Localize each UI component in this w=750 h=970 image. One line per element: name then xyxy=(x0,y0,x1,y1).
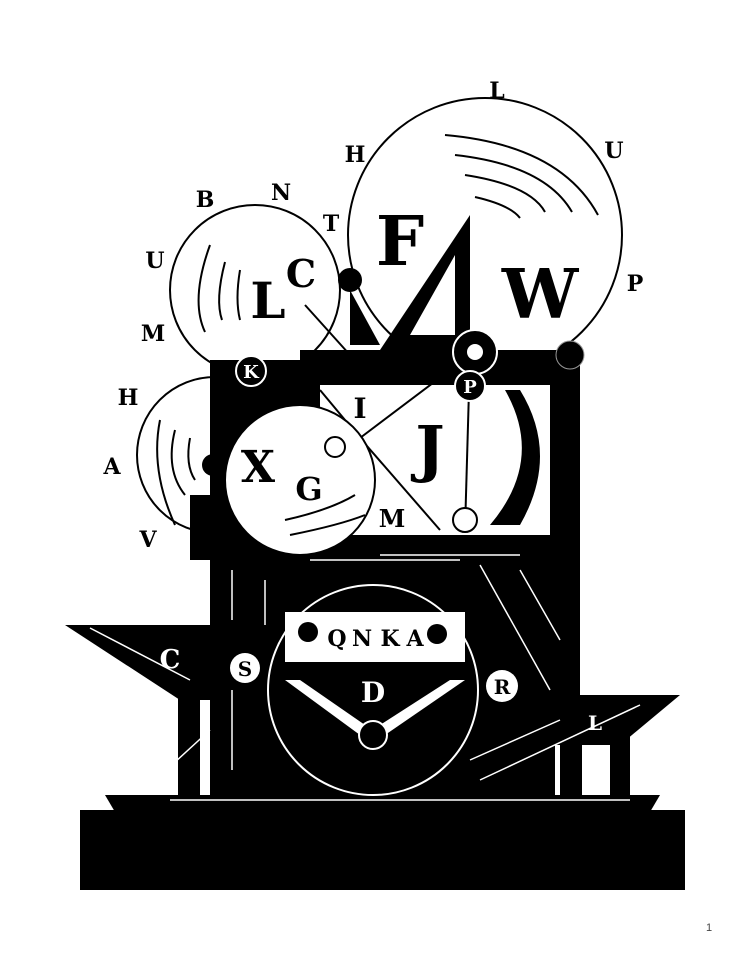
knob xyxy=(338,268,362,292)
letter-w: W xyxy=(501,255,580,335)
wires xyxy=(89,554,641,801)
wing-letter-l: L xyxy=(588,711,602,735)
label-a: A xyxy=(102,454,121,480)
badge-s: S xyxy=(238,657,252,681)
label-v: V xyxy=(138,527,157,553)
label-b: B xyxy=(196,187,215,213)
letter-i: I xyxy=(353,392,366,425)
letter-l: L xyxy=(250,271,285,330)
dial-letter-k: K xyxy=(380,626,400,652)
dial-letter-q: Q xyxy=(327,626,346,652)
label-m: M xyxy=(141,321,165,347)
letter-o: O xyxy=(500,504,519,530)
badge-p: P xyxy=(463,377,477,398)
label-u: U xyxy=(604,138,623,164)
letter-j: J xyxy=(410,412,444,485)
letter-x: X xyxy=(241,442,276,493)
page-number: 1 xyxy=(706,922,713,934)
dial-letter-x: X xyxy=(431,710,445,731)
letter-f: F xyxy=(376,202,424,282)
dial-letter-a: A xyxy=(405,626,424,652)
dial-letter-d: D xyxy=(361,676,385,709)
label-l: L xyxy=(489,78,504,104)
badge-r: R xyxy=(494,675,511,699)
dial-letter-w: W xyxy=(292,710,314,731)
badge-k: K xyxy=(243,362,260,383)
label-h2: H xyxy=(118,385,139,411)
letter-g: G xyxy=(295,470,322,508)
label-n: N xyxy=(271,180,291,206)
label-u2: U xyxy=(145,248,164,274)
letter-m: M xyxy=(379,504,406,533)
dial-letter-n: N xyxy=(352,626,372,652)
letter-c: C xyxy=(286,251,316,296)
label-h: H xyxy=(345,142,366,168)
wing-letter-c: C xyxy=(160,645,181,675)
label-t: T xyxy=(323,211,340,237)
label-p: P xyxy=(627,271,644,297)
machine-base xyxy=(80,810,685,890)
